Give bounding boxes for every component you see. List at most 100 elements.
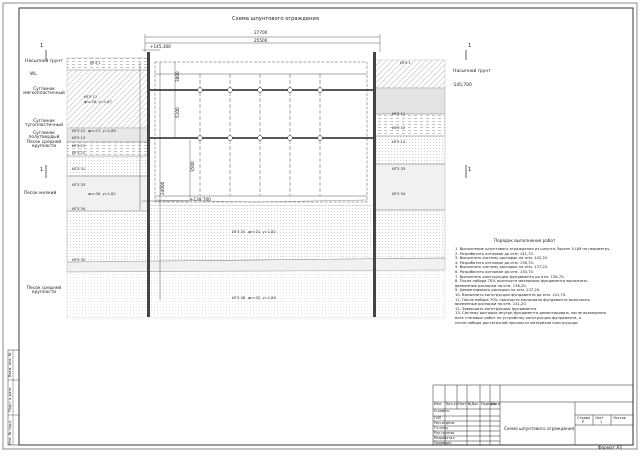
label-sand-medium-top: Песок средней крупности <box>26 140 62 150</box>
stage-value: 1 <box>600 419 603 424</box>
foundation-structure <box>154 61 368 203</box>
note-item: 11. После набора 70% прочности материала… <box>455 297 590 302</box>
title-block-col-label: Кол.уч <box>446 402 458 406</box>
label-sand-medium-bottom: Песок средней крупности <box>26 286 62 296</box>
label-loam2: Суглинок тугопластичный <box>24 119 64 129</box>
ige-21-label: ИГЭ 21 <box>72 144 86 148</box>
side-stamp-label: Взам. инв. № <box>8 352 12 377</box>
title-block-row-label: Разработал <box>434 435 455 440</box>
sheet-title: Схема шпунтового ограждения <box>504 426 575 431</box>
notes-heading: Порядок выполнения работ <box>494 238 556 243</box>
ige-34-label-right: ИГЭ 34 <box>392 192 406 196</box>
stage-value: Р <box>582 419 585 424</box>
ige-33-label-right: ИГЭ 33 <box>392 167 406 171</box>
ige-12-params: φн=17, γ=1,89 <box>88 129 116 133</box>
dimension-lines <box>139 34 381 300</box>
note-item: 6. Разработать котлован до отм. 130,70. <box>455 269 535 274</box>
label-loam3: Суглинок полутвердый <box>28 131 60 141</box>
note-item: 3. Выполнить систему распорок на отм. 14… <box>455 256 549 261</box>
ige-11-params: φн=18, γ=1,87 <box>84 100 112 104</box>
ige-36-params: φн=32, γ=1,86 <box>248 296 276 300</box>
dim-inner: 25500 <box>254 38 268 43</box>
inner-frame <box>18 7 634 446</box>
title-block-col-label: Дата <box>491 402 500 406</box>
side-stamp <box>7 349 20 446</box>
soil-lower <box>66 204 446 319</box>
dim-v2: 5100 <box>175 107 180 118</box>
level-bottom: +139,700 <box>190 197 211 202</box>
section-mark-right-top: 1 <box>468 43 472 49</box>
title-block-col-label: Изм. <box>434 402 442 406</box>
dim-v3: 3500 <box>190 161 195 172</box>
note-item: 4. Разработать котлован до отм. 136,70. <box>455 260 535 265</box>
label-sand-fine: Песок мелкий <box>24 191 57 196</box>
dim-v1: 3800 <box>175 71 180 82</box>
ige-12-label: ИГЭ 12 <box>72 129 86 133</box>
label-wl: WL <box>30 72 37 77</box>
title-block-col-label: Подпись <box>481 402 497 406</box>
note-item: временные распорки на отм. 141,20. <box>455 302 527 307</box>
ige-31-params: φн=30, γ=1,82 <box>88 192 116 196</box>
note-item: 8. После набора 70% прочности материала … <box>455 279 588 284</box>
soil-left <box>66 57 150 212</box>
section-mark-left-bottom: 1 <box>40 167 44 173</box>
title-block <box>432 384 634 446</box>
ige-13-label: ИГЭ 13 <box>72 136 86 140</box>
format-label: Формат A3 <box>598 445 622 450</box>
level-top: +145,300 <box>150 44 171 49</box>
note-item: временные распорки на отм. 138,20. <box>455 283 527 288</box>
dim-overall: 27700 <box>254 30 268 35</box>
label-loam: Суглинок мягкопластичный <box>23 87 65 97</box>
stage-label: Лист <box>595 415 604 420</box>
note-item: 7. Выполнить конструкцию фундамента до о… <box>455 274 565 279</box>
ige-35-label: ИГЭ 35 <box>232 230 246 234</box>
section-marks <box>45 50 467 178</box>
ige-35-params: φн=31, γ=1,82 <box>248 230 276 234</box>
label-fill-soil-right: Насыпной грунт <box>453 69 491 74</box>
ige-36-label: ИГЭ 36 <box>232 296 246 300</box>
ige-34-label: ИГЭ 34 <box>72 207 86 211</box>
side-stamp-label: Подп. и дата <box>8 387 12 412</box>
ige-33-label: ИГЭ 33 <box>72 183 86 187</box>
title-block-row-label: Рук.группы <box>434 430 455 435</box>
stage-label: Листов <box>613 415 626 420</box>
label-level-right: -145,700 <box>452 83 472 88</box>
note-item: 13. Систему распорок внутри фундамента д… <box>455 311 606 316</box>
side-stamp-label: Инв. № подл. <box>8 420 12 445</box>
title-block-row-label: Проверил <box>434 440 452 445</box>
drawing-title: Схема шпунтового ограждения <box>232 16 319 22</box>
excavation <box>149 60 375 205</box>
note-item: 2. Разработать котлован до отм. 141,70. <box>455 251 535 256</box>
note-item: после набора достаточной прочности матер… <box>455 320 579 325</box>
ige-11-label: ИГЭ 11 <box>84 95 98 99</box>
ige-1-label-right: ИГЭ 1 <box>400 61 411 65</box>
notes-list: 1. Выполнение шпунтового ограждения из ш… <box>455 247 611 325</box>
note-item: 10. Выполнить конструкции фундамента до … <box>455 292 567 297</box>
ige-13-label-right: ИГЭ 13 <box>392 140 406 144</box>
ige-11-label-right: ИГЭ 11 <box>392 112 406 116</box>
title-block-col-label: №Док <box>468 402 479 406</box>
ige-1-label: ИГЭ 1 <box>90 61 101 65</box>
note-item: 12. Завершить конструкцию фундамента. <box>455 306 538 311</box>
note-item: 5. Выполнить систему распорок на отм. 13… <box>455 265 549 270</box>
label-fill-soil-left: Насыпной грунт <box>25 59 63 64</box>
section-mark-left-top: 1 <box>40 43 44 49</box>
ige-32-label: ИГЭ 32 <box>72 258 86 262</box>
ige-22-label: ИГЭ 22 <box>72 151 86 155</box>
title-block-row-label: Гл.спец. <box>434 425 449 430</box>
note-item: 9. Демонтировать распорки на отм. 137,20… <box>455 288 541 293</box>
dim-v4: 24000 <box>160 181 165 195</box>
sheet-piles <box>147 52 376 317</box>
soil-right <box>374 59 446 211</box>
title-block-col-label: Лист <box>458 402 467 406</box>
ige-12-label-right: ИГЭ 12 <box>392 126 406 130</box>
outer-frame <box>2 2 638 450</box>
ige-31-label: ИГЭ 31 <box>72 167 86 171</box>
title-block-row-label: Н.компл. <box>434 409 450 413</box>
note-item: всех стеновых работ по устройству констр… <box>455 315 582 320</box>
struts <box>150 87 373 141</box>
title-block-row-label: Нач.отдела <box>434 420 455 425</box>
stage-label: Стадия <box>577 415 591 420</box>
